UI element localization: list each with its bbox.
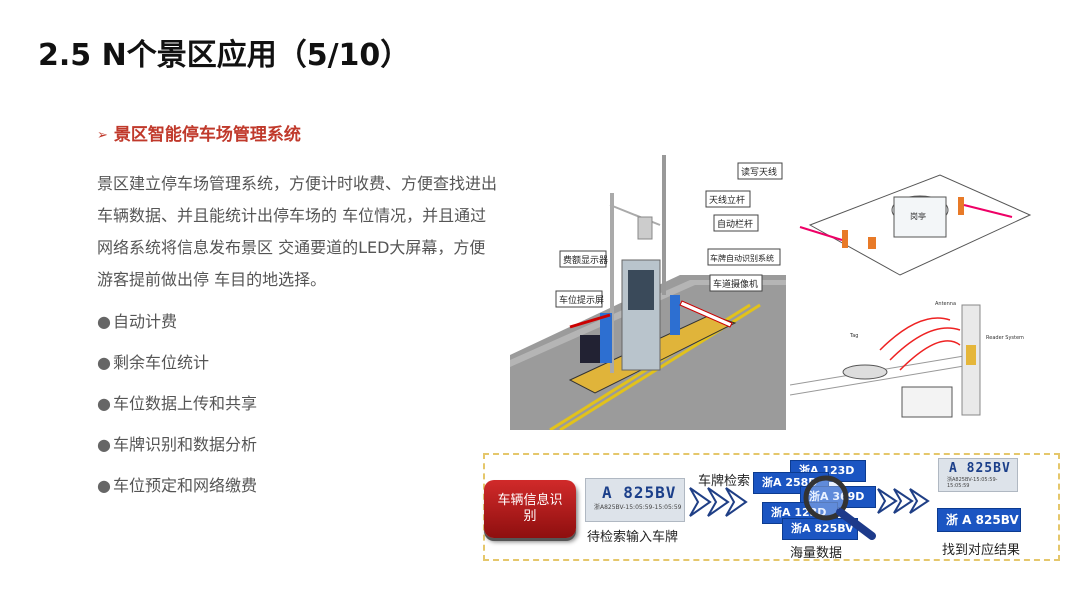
page-title: 2.5 N个景区应用（5/10） xyxy=(38,38,411,73)
result-plate-number: A 825BV xyxy=(949,461,1011,476)
result-plate-image: A 825BV 浙A825BV-15:05:59-15:05:59 xyxy=(938,458,1018,492)
bullet-dot-icon: ● xyxy=(97,312,111,331)
chevron-arrows-icon xyxy=(877,488,930,514)
label-space-display: 车位提示屏 xyxy=(559,294,604,306)
vehicle-recognition-button[interactable]: 车辆信息识别 xyxy=(484,480,576,538)
rfid-antenna-label: Antenna xyxy=(935,301,956,307)
label-auto-barrier: 自动栏杆 xyxy=(717,218,753,230)
parking-gate-illustration: 读写天线 天线立杆 自动栏杆 车牌自动识别系统 车道摄像机 费额显示器 车位提示… xyxy=(510,155,786,430)
section-heading-text: 景区智能停车场管理系统 xyxy=(113,125,301,145)
plate-timestamp: 浙A825BV-15:05:59-15:05:59 xyxy=(594,504,682,511)
result-plate-box: 浙 A 825BV xyxy=(937,508,1021,532)
result-plate-timestamp: 浙A825BV-15:05:59-15:05:59 xyxy=(947,477,998,489)
label-antenna-pole: 天线立杆 xyxy=(709,194,745,206)
data-plate: 浙A 825BV xyxy=(782,518,858,540)
plate-number: A 825BV xyxy=(602,483,677,502)
label-read-antenna: 读写天线 xyxy=(741,166,777,178)
input-plate-image: A 825BV 浙A825BV-15:05:59-15:05:59 xyxy=(585,478,685,522)
magnifier-icon xyxy=(803,475,876,540)
booth-label: 岗亭 xyxy=(910,211,926,221)
bullet-dot-icon: ● xyxy=(97,476,111,495)
bullet-text: 车位数据上传和共享 xyxy=(112,394,257,413)
bullet-item: ●剩余车位统计 xyxy=(97,349,209,373)
rfid-diagram: Antenna Tag Reader System xyxy=(790,295,1042,430)
label-fee-display: 费额显示器 xyxy=(563,254,608,266)
bullet-text: 自动计费 xyxy=(112,312,177,331)
search-label: 车牌检索 xyxy=(698,474,751,489)
rfid-reader-label: Reader System xyxy=(986,335,1024,341)
bullet-text: 车位预定和网络缴费 xyxy=(112,476,257,495)
rfid-tag-label: Tag xyxy=(849,333,858,339)
bullet-item: ●车牌识别和数据分析 xyxy=(97,431,257,455)
bullet-text: 剩余车位统计 xyxy=(112,353,209,372)
bullet-dot-icon: ● xyxy=(97,353,111,372)
result-caption: 找到对应结果 xyxy=(942,543,1021,558)
massive-data-caption: 海量数据 xyxy=(790,546,843,561)
gate-layout-diagram: 岗亭 xyxy=(790,155,1042,295)
bullet-item: ●车位数据上传和共享 xyxy=(97,390,257,414)
bullet-item: ●车位预定和网络缴费 xyxy=(97,472,257,496)
label-plate-system: 车牌自动识别系统 xyxy=(710,253,774,263)
chevron-arrows-icon xyxy=(689,487,748,517)
bullet-dot-icon: ● xyxy=(97,394,111,413)
arrow-bullet-icon: ➢ xyxy=(97,128,108,143)
bullet-dot-icon: ● xyxy=(97,435,111,454)
vehicle-recognition-label: 车辆信息识别 xyxy=(497,493,563,524)
intro-paragraph: 景区建立停车场管理系统，方便计时收费、方便查找进出车辆数据、并且能统计出停车场的… xyxy=(97,174,498,289)
input-plate-caption: 待检索输入车牌 xyxy=(587,530,679,545)
bullet-text: 车牌识别和数据分析 xyxy=(112,435,257,454)
bullet-item: ●自动计费 xyxy=(97,308,177,332)
section-heading: ➢ 景区智能停车场管理系统 xyxy=(97,120,301,145)
label-lane-camera: 车道摄像机 xyxy=(713,278,758,290)
